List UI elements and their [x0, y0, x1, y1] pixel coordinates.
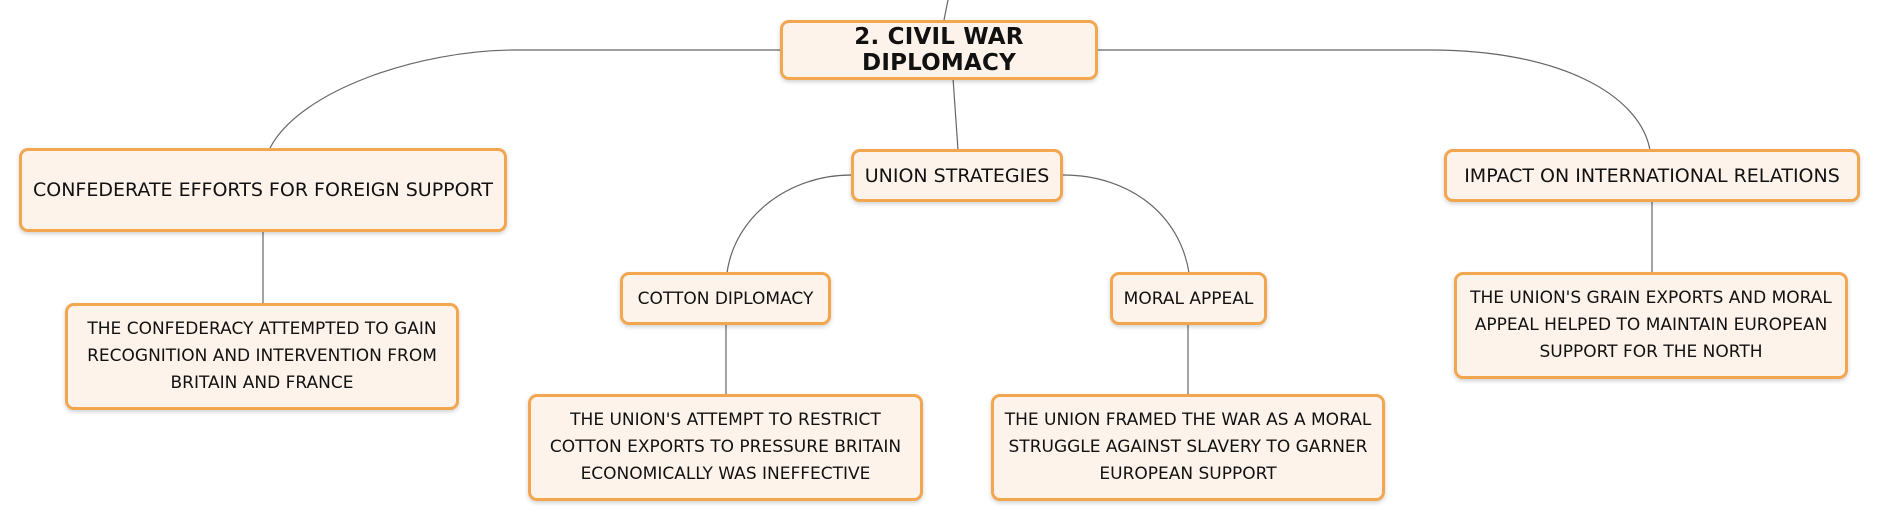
connector-root-union [952, 77, 959, 151]
connector-union-cotton [726, 174, 852, 274]
connector-incoming-root [943, 0, 949, 21]
moral-detail-node[interactable]: THE UNION FRAMED THE WAR AS A MORAL STRU… [991, 394, 1385, 501]
cotton-detail-node[interactable]: THE UNION'S ATTEMPT TO RESTRICT COTTON E… [528, 394, 923, 501]
connector-root-impact [1098, 49, 1651, 151]
union-strategies-node[interactable]: UNION STRATEGIES [851, 149, 1063, 202]
connector-union-moral [1062, 174, 1190, 274]
confederate-detail-node[interactable]: THE CONFEDERACY ATTEMPTED TO GAIN RECOGN… [65, 303, 459, 410]
impact-international-relations-node[interactable]: IMPACT ON INTERNATIONAL RELATIONS [1444, 149, 1860, 202]
confederate-efforts-node[interactable]: CONFEDERATE EFFORTS FOR FOREIGN SUPPORT [19, 148, 507, 232]
cotton-diplomacy-node[interactable]: COTTON DIPLOMACY [620, 272, 831, 325]
connector-root-confederate [269, 49, 780, 149]
moral-appeal-node[interactable]: MORAL APPEAL [1110, 272, 1267, 325]
root-node[interactable]: 2. CIVIL WAR DIPLOMACY [780, 20, 1098, 80]
impact-detail-node[interactable]: THE UNION'S GRAIN EXPORTS AND MORAL APPE… [1454, 272, 1848, 379]
